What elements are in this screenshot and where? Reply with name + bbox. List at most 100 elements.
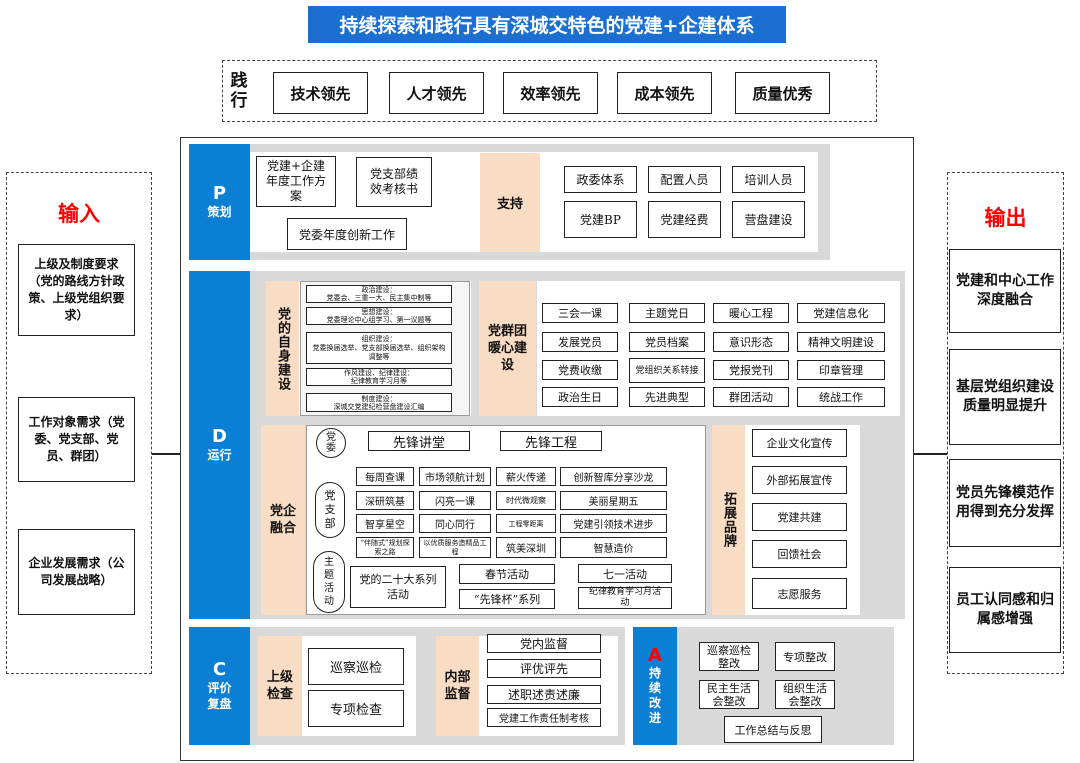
brand-item-1: 外部拓展宣传 <box>752 466 847 494</box>
output-item-1: 基层党组织建设质量明显提升 <box>949 349 1061 445</box>
fusion-theme-1: 春节活动 <box>459 564 555 584</box>
self-build-item-4-title: 制度建设： <box>361 394 397 403</box>
fusion-branch-5: 闪亮一课 <box>419 491 491 510</box>
brand-item-3: 回馈社会 <box>752 540 847 568</box>
self-build-item-2-title: 组织建设： <box>361 334 397 343</box>
do-stage: D 运行 <box>189 271 250 619</box>
self-build-item-0: 政治建设： 党委会、三重一大、民主集中制等 <box>306 285 452 303</box>
mass-item-8: 党费收缴 <box>542 360 618 380</box>
internal-check-label: 内部监督 <box>436 636 479 736</box>
plan-name: 策划 <box>207 205 232 219</box>
self-build-item-4: 制度建设： 深城交党建纪检营盘建设汇编 <box>306 393 452 412</box>
self-build-item-1-title: 思想建设： <box>361 308 397 316</box>
fusion-theme-2: “先锋杯”系列 <box>459 589 555 609</box>
act-letter: A <box>648 645 662 666</box>
mass-item-5: 党员档案 <box>629 332 705 352</box>
plan-support-label: 支持 <box>480 153 540 252</box>
output-title: 输出 <box>984 206 1027 230</box>
input-item-2: 企业发展需求（公司发展战略） <box>18 529 135 615</box>
plan-support-5: 营盘建设 <box>732 201 805 238</box>
input-title: 输入 <box>58 202 100 226</box>
fusion-theme-4: 纪律教育学习月活动 <box>578 587 672 609</box>
mass-item-13: 先进典型 <box>629 387 705 407</box>
output-item-2: 党员先锋模范作用得到充分发挥 <box>949 459 1061 547</box>
mass-label: 党群团暖心建设 <box>479 281 536 416</box>
output-panel <box>947 172 1064 674</box>
fusion-branch-10: 工程零距离 <box>496 514 556 533</box>
self-build-label: 党的自身建设 <box>266 281 299 416</box>
fusion-committee-0: 先锋讲堂 <box>368 431 470 451</box>
internal-check-1: 评优评先 <box>487 659 601 678</box>
plan-support-2: 培训人员 <box>732 166 805 193</box>
internal-check-0: 党内监督 <box>487 634 601 653</box>
self-build-item-1-body: 党委理论中心组学习、第一议题等 <box>326 316 432 324</box>
fusion-branch-3: 创新智库分享沙龙 <box>560 467 667 486</box>
fusion-branch-2: 薪火传递 <box>496 467 556 486</box>
practice-item-0: 技术领先 <box>273 72 368 114</box>
do-name: 运行 <box>207 448 232 462</box>
mass-item-1: 主题党日 <box>629 303 705 323</box>
input-panel <box>6 172 152 674</box>
brand-item-4: 志愿服务 <box>752 578 847 609</box>
check-stage: C 评价复盘 <box>189 627 250 745</box>
self-build-item-4-body: 深城交党建纪检营盘建设汇编 <box>333 402 425 411</box>
act-item-1: 专项整改 <box>775 642 835 671</box>
fusion-theme-label: 主题活动 <box>313 551 345 613</box>
plan-doc-2: 党委年度创新工作 <box>287 218 407 250</box>
practice-item-2: 效率领先 <box>503 72 598 114</box>
act-item-2: 民主生活会整改 <box>699 680 759 709</box>
plan-doc-1: 党支部绩效考核书 <box>356 157 432 207</box>
page-title: 持续探索和践行具有深城交特色的党建+企建体系 <box>308 6 786 43</box>
fusion-branch-9: 同心同行 <box>419 514 491 533</box>
brand-item-2: 党建共建 <box>752 503 847 531</box>
self-build-item-3-title: 作风建设、纪律建设： <box>344 369 414 377</box>
mass-item-0: 三会一课 <box>542 303 618 323</box>
mass-item-3: 党建信息化 <box>797 303 885 323</box>
fusion-branch-15: 智慧造价 <box>560 537 667 558</box>
self-build-item-0-title: 政治建设： <box>361 286 397 294</box>
fusion-branch-4: 深研筑基 <box>356 491 414 510</box>
act-item-4: 工作总结与反思 <box>724 716 822 743</box>
check-letter: C <box>212 659 227 680</box>
fusion-committee-label: 党委 <box>316 428 346 458</box>
fusion-branch-label: 党支部 <box>315 482 345 538</box>
do-letter: D <box>212 426 227 447</box>
practice-item-1: 人才领先 <box>389 72 484 114</box>
mass-item-10: 党报党刊 <box>713 360 789 380</box>
fusion-branch-14: 筑美深圳 <box>496 537 556 558</box>
mass-item-6: 意识形态 <box>713 332 789 352</box>
self-build-item-3: 作风建设、纪律建设： 纪律教育学习月等 <box>306 368 452 386</box>
practice-item-3: 成本领先 <box>617 72 712 114</box>
practice-label: 践行 <box>230 71 248 111</box>
output-connector <box>914 453 947 455</box>
fusion-theme-3: 七一活动 <box>578 564 672 583</box>
internal-check-3: 党建工作责任制考核 <box>487 708 601 727</box>
plan-letter: P <box>212 183 227 204</box>
plan-support-4: 党建经费 <box>648 201 721 238</box>
output-item-3: 员工认同感和归属感增强 <box>949 567 1061 653</box>
plan-support-3: 党建BP <box>564 201 637 238</box>
fusion-branch-13: 以优质服务造精品工程 <box>419 537 491 558</box>
act-name: 持续改进 <box>648 666 661 725</box>
mass-item-14: 群团活动 <box>713 387 789 407</box>
main-frame <box>180 137 914 761</box>
plan-doc-0: 党建+企建年度工作方案 <box>256 156 336 207</box>
self-build-item-2-body: 党委换届选举、党支部换届选举、组织架构调整等 <box>312 343 446 361</box>
fusion-branch-7: 美丽星期五 <box>560 491 667 510</box>
upper-check-1: 专项检查 <box>308 690 404 727</box>
upper-check-0: 巡察巡检 <box>308 648 404 685</box>
practice-panel <box>222 60 877 122</box>
check-name: 评价复盘 <box>207 681 232 711</box>
mass-item-15: 统战工作 <box>797 387 885 407</box>
brand-label: 拓展品牌 <box>712 425 745 615</box>
fusion-branch-0: 每周查课 <box>356 467 414 486</box>
mass-item-7: 精神文明建设 <box>797 332 885 352</box>
act-stage: A 持续改进 <box>633 627 677 745</box>
fusion-branch-6: 时代微观察 <box>496 491 556 510</box>
mass-item-11: 印章管理 <box>797 360 885 380</box>
mass-item-4: 发展党员 <box>542 332 618 352</box>
input-item-0: 上级及制度要求（党的路线方针政策、上级党组织要求） <box>18 244 135 336</box>
mass-item-9: 党组织关系转接 <box>629 358 705 383</box>
fusion-branch-11: 党建引领技术进步 <box>560 514 667 533</box>
plan-support-1: 配置人员 <box>648 166 721 193</box>
